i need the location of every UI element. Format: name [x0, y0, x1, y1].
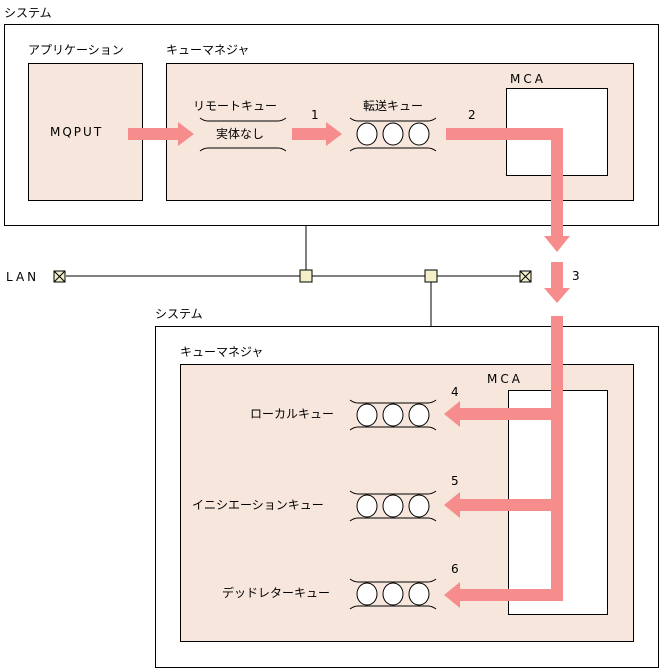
- remote-queue-sub-label: 実体なし: [216, 127, 265, 141]
- lan-terminator-left-icon: [53, 270, 66, 283]
- initiation-queue-label: イニシエーションキュー: [192, 498, 324, 512]
- bottom-system-frame: [155, 326, 659, 668]
- arrow-bottom-trunk: [551, 316, 563, 601]
- step-1-label: 1: [311, 108, 319, 122]
- top-system-label: システム: [4, 6, 52, 20]
- initiation-queue-symbol: [349, 490, 437, 522]
- arrow-step-6: [444, 582, 563, 608]
- application-label: アプリケーション: [28, 43, 124, 57]
- step-6-label: 6: [451, 562, 459, 576]
- xmit-queue-symbol: [349, 117, 437, 152]
- lan-label: LAN: [6, 270, 40, 284]
- lan-terminator-right-icon: [519, 270, 532, 283]
- top-mca-label: MCA: [510, 72, 546, 86]
- mqput-label: MQPUT: [50, 125, 104, 139]
- lan-node-top-icon: [299, 269, 313, 283]
- bottom-mca-label: MCA: [487, 372, 523, 386]
- step-2-label: 2: [468, 108, 476, 122]
- arrow-step-5: [444, 492, 563, 518]
- arrow-mqput-to-remote: [128, 122, 194, 146]
- arrow-step-1: [292, 122, 342, 146]
- remote-queue-symbol: [199, 117, 287, 152]
- dead-letter-queue-label: デッドレターキュー: [222, 586, 331, 600]
- step-4-label: 4: [451, 385, 459, 399]
- xmit-queue-label: 転送キュー: [363, 99, 424, 113]
- bottom-qmgr-label: キューマネジャ: [180, 345, 264, 359]
- remote-queue-label: リモートキュー: [193, 99, 278, 113]
- top-system-frame: [4, 24, 659, 226]
- application-box: [28, 63, 143, 201]
- arrow-step-3: [544, 262, 570, 303]
- local-queue-symbol: [349, 399, 437, 431]
- arrow-step-2: [446, 128, 570, 252]
- arrow-step-4: [444, 401, 563, 427]
- step-5-label: 5: [451, 474, 459, 488]
- dead-letter-queue-symbol: [349, 578, 437, 610]
- top-qmgr-label: キューマネジャ: [166, 43, 250, 57]
- bottom-system-label: システム: [155, 307, 203, 321]
- step-3-label: 3: [572, 269, 580, 283]
- local-queue-label: ローカルキュー: [250, 407, 335, 421]
- lan-node-bottom-icon: [424, 269, 438, 283]
